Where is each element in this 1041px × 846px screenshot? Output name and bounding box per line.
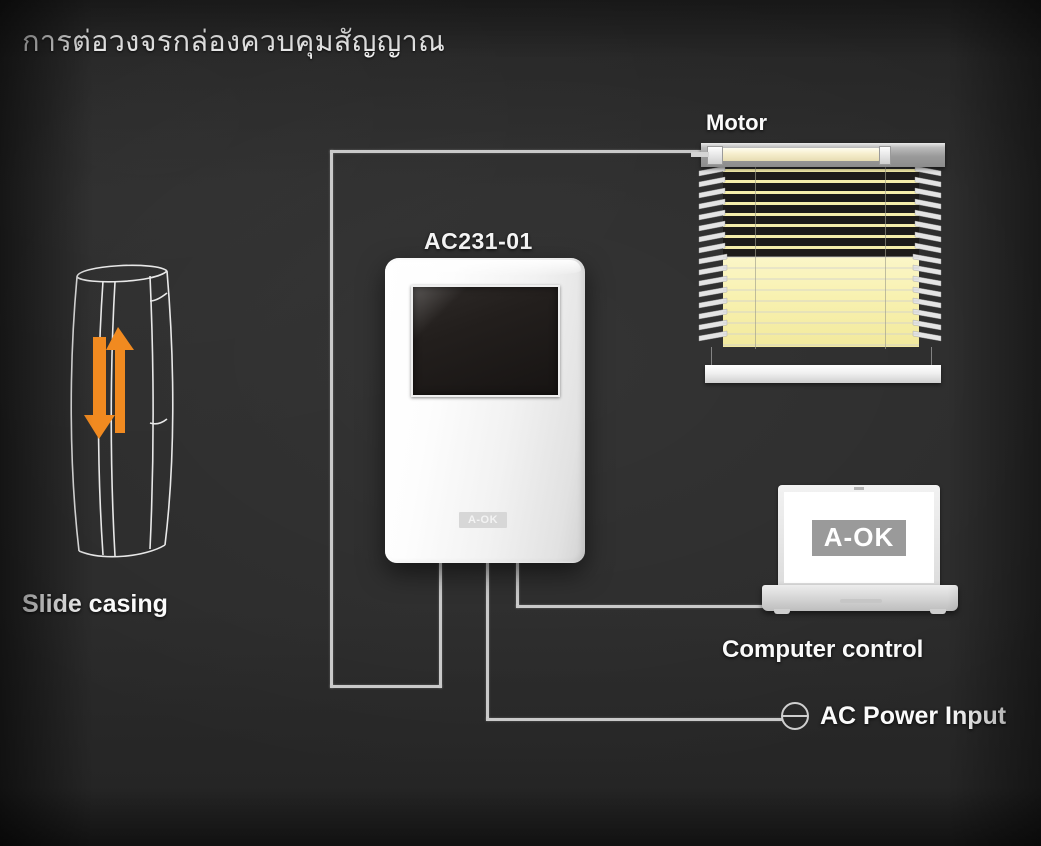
laptop-foot xyxy=(930,609,946,614)
wire-motor-box-stub xyxy=(439,560,442,688)
wire-motor-top xyxy=(330,150,712,153)
wire-laptop-horizontal xyxy=(516,605,776,608)
motor-end-cap-left xyxy=(707,146,723,165)
blind-lift-cord xyxy=(931,347,932,367)
blind-lift-cord xyxy=(711,347,712,367)
page-title: การต่อวงจรกล่องควบคุมสัญญาณ xyxy=(22,26,446,58)
controller-box[interactable]: A-OK xyxy=(385,258,585,563)
blind-bottom-rail xyxy=(705,365,941,383)
wire-ac-vertical xyxy=(486,560,489,720)
laptop-base xyxy=(762,585,958,614)
controller-screen xyxy=(411,285,560,397)
laptop-screen: A-OK xyxy=(784,492,934,583)
motor-wire-stub xyxy=(691,152,709,157)
wire-laptop-vertical xyxy=(516,560,519,608)
slide-casing-svg xyxy=(70,264,174,558)
motor-label: Motor xyxy=(706,110,768,135)
blind-headrail xyxy=(691,143,945,167)
slide-casing-label: Slide casing xyxy=(22,590,168,618)
motor-tube xyxy=(719,148,881,161)
wire-motor-bottom xyxy=(330,685,442,688)
motor-end-cap-right xyxy=(879,146,891,165)
slide-casing-illustration xyxy=(55,255,185,565)
blind-ladder-cord xyxy=(885,167,886,349)
laptop-lid: A-OK xyxy=(778,485,940,588)
laptop-trackpad xyxy=(840,599,882,603)
blind-ladder-cord xyxy=(755,167,756,349)
computer-control-label: Computer control xyxy=(722,636,924,663)
controller-brand-logo: A-OK xyxy=(459,512,507,528)
blind-slat-edges xyxy=(698,165,942,346)
wire-ac-horizontal xyxy=(486,718,782,721)
controller-model-label: AC231-01 xyxy=(424,228,533,254)
laptop-illustration[interactable]: A-OK xyxy=(760,485,960,620)
ac-source-icon xyxy=(781,702,809,730)
ac-power-input-label: AC Power Input xyxy=(820,702,1007,730)
wire-motor-vertical xyxy=(330,150,333,688)
motorised-blind-illustration xyxy=(691,143,945,393)
webcam-icon xyxy=(854,487,864,490)
laptop-screen-logo: A-OK xyxy=(811,519,907,556)
laptop-foot xyxy=(774,609,790,614)
